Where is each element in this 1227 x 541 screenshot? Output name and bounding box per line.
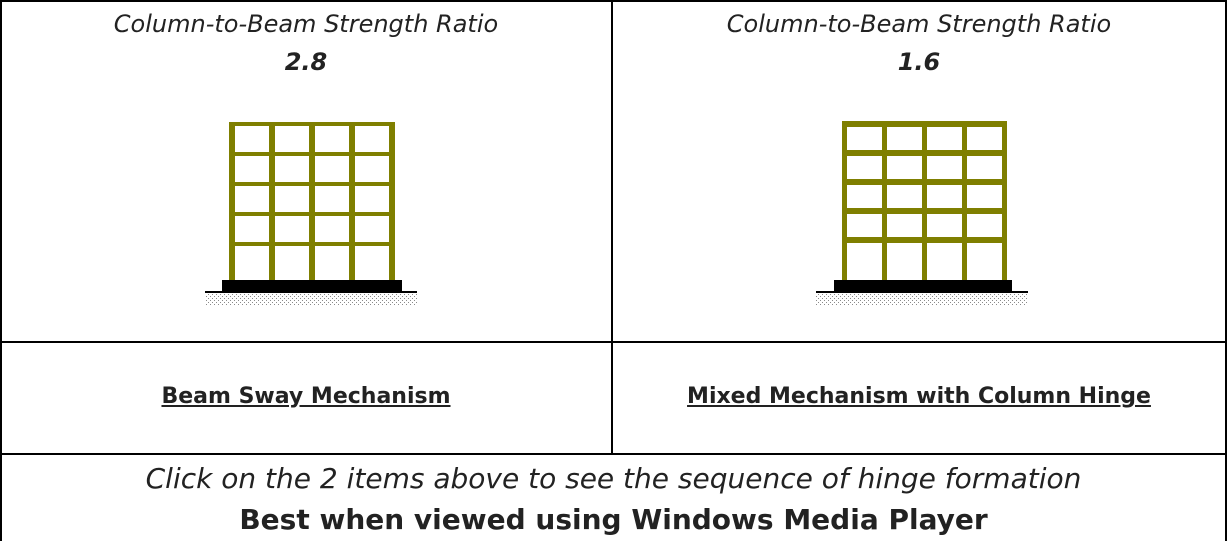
left-frame-diagram [205,122,417,305]
table-divider-center [611,0,613,455]
left-ground-line [205,291,417,293]
right-frame-base [834,280,1012,291]
right-frame-diagram [816,121,1028,305]
table-divider-row2 [0,453,1227,455]
mixed-mechanism-link[interactable]: Mixed Mechanism with Column Hinge [687,384,1151,409]
right-ratio-title: Column-to-Beam Strength Ratio [726,10,1112,38]
left-frame-beams [229,122,395,246]
right-frame-beams [842,121,1007,243]
right-frame-columns [842,122,1007,282]
table-divider-row1 [0,341,1227,343]
footer-instruction: Click on the 2 items above to see the se… [145,462,1082,495]
left-ratio-value: 2.8 [284,48,328,76]
left-frame-base [222,280,402,291]
table-border-top [0,0,1227,2]
right-ground-hatch [816,293,1028,305]
left-ground-hatch [205,293,417,305]
right-ground-line [816,291,1028,293]
table-border-left [0,0,2,541]
left-ratio-title: Column-to-Beam Strength Ratio [113,10,499,38]
footer-note: Best when viewed using Windows Media Pla… [239,503,988,536]
beam-sway-mechanism-link[interactable]: Beam Sway Mechanism [161,384,451,409]
left-frame-columns [229,122,395,282]
table-border-right [1225,0,1227,541]
right-ratio-value: 1.6 [897,48,941,76]
